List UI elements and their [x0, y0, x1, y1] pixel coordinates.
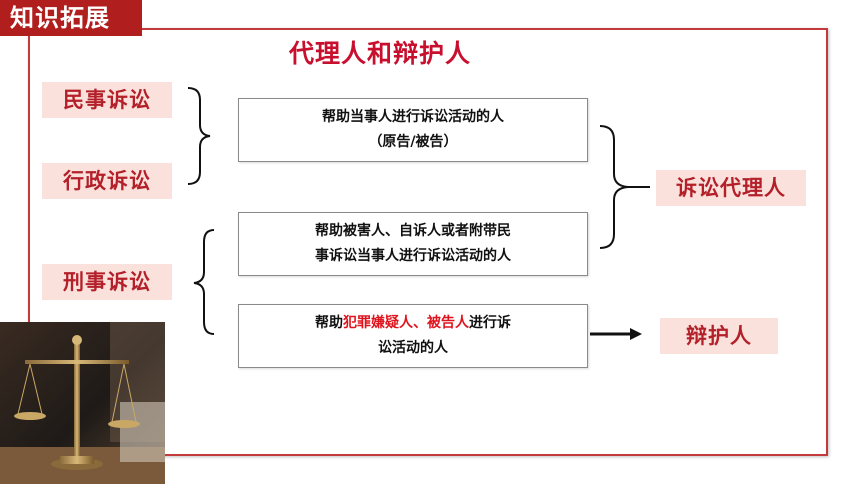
content-frame — [28, 28, 828, 456]
box-victim-helper: 帮助被害人、自诉人或者附带民 事诉讼当事人进行诉讼活动的人 — [238, 212, 588, 276]
box-victim-helper-line2: 事诉讼当事人进行诉讼活动的人 — [315, 248, 511, 264]
text-suffix: 进行诉 — [469, 315, 511, 331]
box-party-helper: 帮助当事人进行诉讼活动的人 （原告/被告） — [238, 98, 588, 162]
label-criminal-litigation: 刑事诉讼 — [42, 264, 172, 300]
text-prefix: 帮助 — [315, 315, 343, 331]
box-defendant-helper-line2: 讼活动的人 — [378, 340, 448, 356]
highlight-suspect: 犯罪嫌疑人 — [343, 315, 413, 331]
box-defendant-helper: 帮助犯罪嫌疑人、被告人进行诉 讼活动的人 — [238, 304, 588, 368]
box-party-helper-line1: 帮助当事人进行诉讼活动的人 — [322, 109, 504, 125]
highlight-defendant: 被告人 — [427, 315, 469, 331]
label-administrative-litigation: 行政诉讼 — [42, 163, 172, 199]
highlight-separator: 、 — [413, 315, 427, 331]
bracket-civil-admin — [187, 87, 211, 185]
label-litigation-agent: 诉讼代理人 — [656, 170, 806, 206]
bracket-agent — [599, 125, 629, 249]
label-defender: 辩护人 — [660, 318, 778, 354]
arrow-defender-head — [630, 328, 642, 340]
scales-of-justice-icon — [0, 322, 165, 484]
page-title: 代理人和辩护人 — [288, 39, 471, 68]
label-civil-litigation: 民事诉讼 — [42, 82, 172, 118]
section-tag: 知识拓展 — [0, 0, 142, 36]
box-party-helper-line2: （原告/被告） — [368, 134, 458, 150]
box-defendant-helper-line1: 帮助犯罪嫌疑人、被告人进行诉 — [315, 311, 511, 336]
scales-of-justice-photo — [0, 322, 165, 484]
box-victim-helper-line1: 帮助被害人、自诉人或者附带民 — [315, 223, 511, 239]
bracket-criminal — [193, 229, 215, 335]
